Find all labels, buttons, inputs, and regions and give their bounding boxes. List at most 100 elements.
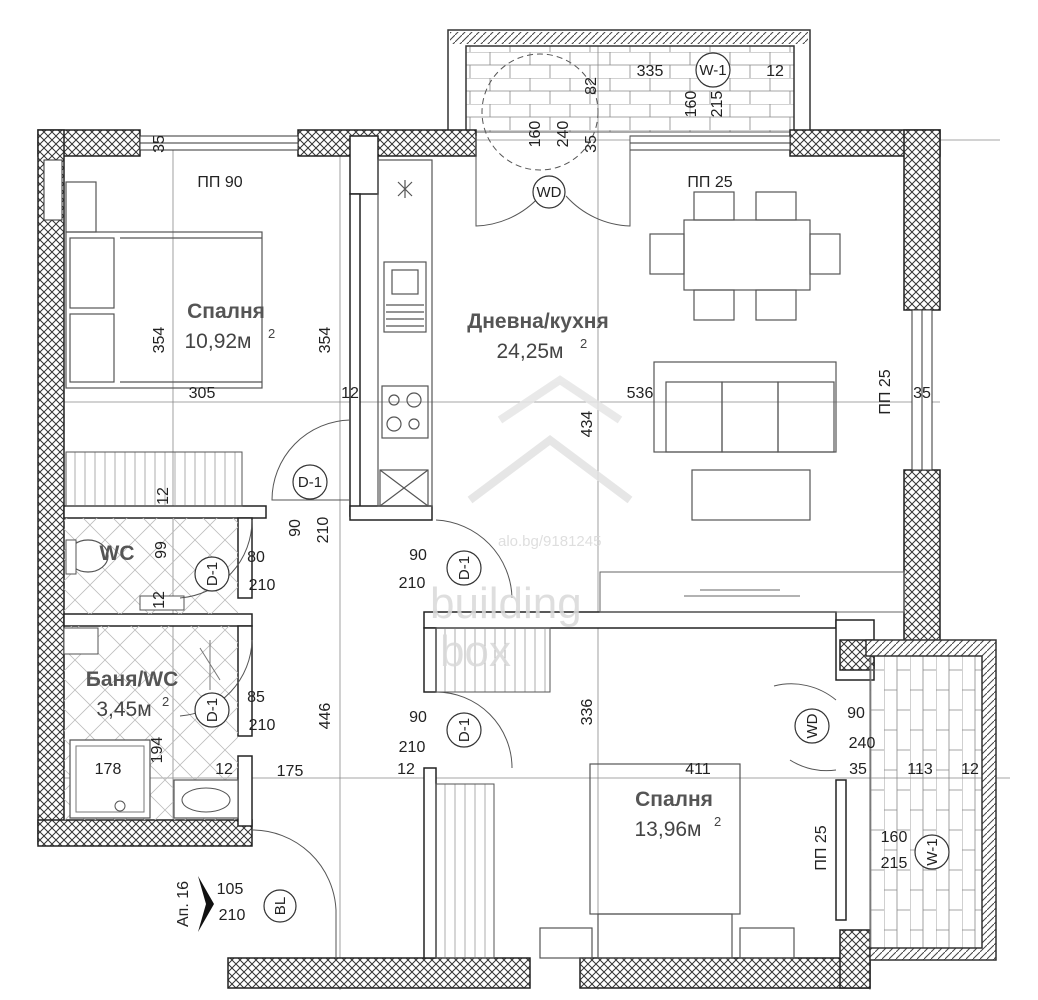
walls — [37, 129, 941, 989]
tag-d1-wc: D-1 — [194, 556, 230, 592]
dim-175: 175 — [277, 763, 304, 780]
dim-90-corridor: 90 — [287, 519, 304, 537]
label-pp25-bottom: ПП 25 — [813, 825, 830, 870]
dim-105: 105 — [217, 881, 244, 898]
dimension-labels: 335 12 82 160 215 160 240 35 35 354 354 … — [95, 63, 979, 924]
dim-210-corridor: 210 — [315, 517, 332, 544]
room-area-bath: 3,45м — [96, 698, 151, 721]
dim-82: 82 — [583, 77, 600, 95]
dim-411: 411 — [685, 761, 711, 778]
room-name-bath: Баня/WC — [86, 668, 179, 691]
room-name-bedroom1: Спалня — [187, 300, 265, 323]
tag-wd-top-label: WD — [537, 184, 562, 201]
wardrobe-bedroom2 — [435, 783, 495, 959]
storage-corridor — [435, 627, 551, 693]
label-pp25-right: ПП 25 — [877, 369, 894, 414]
room-name-bedroom2: Спалня — [635, 788, 713, 811]
watermark-brand2: box — [440, 627, 511, 676]
dim-240-wd: 240 — [555, 121, 572, 148]
room-area-living: 24,25м — [497, 340, 564, 363]
dim-12-wc2: 12 — [151, 591, 168, 609]
windows — [43, 135, 933, 471]
watermark-brand1: building — [430, 579, 582, 628]
watermark-id: alo.bg/9181245 — [498, 533, 601, 550]
dim-215-balcony: 215 — [709, 91, 726, 118]
dim-305: 305 — [189, 385, 216, 402]
tag-wd-right-label: WD — [804, 713, 821, 738]
dim-210-wc: 210 — [249, 577, 276, 594]
dim-335: 335 — [637, 63, 664, 80]
tag-w1-right-label: W-1 — [924, 838, 941, 865]
label-pp90: ПП 90 — [197, 174, 242, 191]
dim-12-bedroom: 12 — [397, 761, 415, 778]
balcony-top — [447, 29, 811, 137]
bed-bedroom1 — [65, 181, 263, 389]
apartment-label: Ап. 16 — [175, 881, 192, 927]
room-area-sup-bedroom2: 2 — [714, 814, 721, 829]
kitchen-counter — [377, 159, 433, 507]
tag-bl: BL — [263, 889, 297, 923]
tag-d1-wc-label: D-1 — [204, 562, 221, 586]
room-area-sup-bath: 2 — [162, 694, 169, 709]
dim-354-a: 354 — [151, 327, 168, 354]
dim-12-wc: 12 — [155, 487, 172, 505]
dim-446: 446 — [317, 703, 334, 730]
dim-336: 336 — [579, 699, 596, 726]
dim-160-wd: 160 — [527, 121, 544, 148]
dining-table — [649, 191, 841, 321]
tag-d1-bath: D-1 — [194, 692, 230, 728]
dim-80: 80 — [247, 549, 265, 566]
dim-194: 194 — [149, 737, 166, 764]
dim-99: 99 — [153, 541, 170, 559]
dim-90-bedroom: 90 — [409, 709, 427, 726]
dim-215-balcony2: 215 — [881, 855, 908, 872]
watermark: alo.bg/9181245 building box — [430, 375, 633, 676]
dim-85: 85 — [247, 689, 265, 706]
room-name-living: Дневна/кухня — [467, 310, 609, 333]
dim-178: 178 — [95, 761, 122, 778]
dim-160-balcony: 160 — [683, 91, 700, 118]
dim-90-wd2: 90 — [847, 705, 865, 722]
dim-210-bedroom: 210 — [399, 739, 426, 756]
label-pp25-top: ПП 25 — [687, 174, 732, 191]
dim-210-living: 210 — [399, 575, 426, 592]
dim-12-mid: 12 — [341, 385, 359, 402]
dim-434: 434 — [579, 411, 596, 438]
tag-d1-bedroom2-label: D-1 — [456, 718, 473, 742]
dim-12-top: 12 — [766, 63, 784, 80]
tag-w1-top: W-1 — [695, 52, 731, 88]
tag-d1-corridor: D-1 — [292, 464, 328, 500]
tag-d1-living-label: D-1 — [456, 556, 473, 580]
dim-12-bath: 12 — [215, 761, 233, 778]
dim-35-balcony2: 35 — [849, 761, 867, 778]
dim-160-balcony2: 160 — [881, 829, 908, 846]
dim-210-entry: 210 — [219, 907, 246, 924]
coffee-table — [691, 469, 811, 521]
dim-35-wd: 35 — [583, 135, 600, 153]
tag-wd-top: WD — [532, 175, 566, 209]
dim-113: 113 — [907, 761, 933, 778]
room-area-sup-living: 2 — [580, 336, 587, 351]
tv-unit — [599, 571, 905, 613]
door-swings — [179, 53, 837, 958]
dim-35-left: 35 — [151, 135, 168, 153]
dim-12-balcony2: 12 — [961, 761, 979, 778]
sofa — [653, 361, 837, 453]
room-area-sup-bedroom1: 2 — [268, 326, 275, 341]
tag-d1-living: D-1 — [446, 550, 482, 586]
wardrobe-bedroom1 — [65, 451, 243, 507]
dim-354-b: 354 — [317, 327, 334, 354]
dim-35-right: 35 — [913, 385, 931, 402]
bed-bedroom2 — [539, 763, 795, 959]
dim-536: 536 — [627, 385, 654, 402]
dim-240-wd2: 240 — [849, 735, 876, 752]
dim-210-bath: 210 — [249, 717, 276, 734]
tag-d1-bath-label: D-1 — [204, 698, 221, 722]
dim-90-living: 90 — [409, 547, 427, 564]
tag-wd-right: WD — [794, 708, 830, 744]
balcony-right — [865, 639, 997, 961]
tag-d1-corridor-label: D-1 — [298, 474, 322, 491]
room-name-wc: WC — [100, 542, 135, 565]
tag-bl-label: BL — [272, 897, 289, 915]
